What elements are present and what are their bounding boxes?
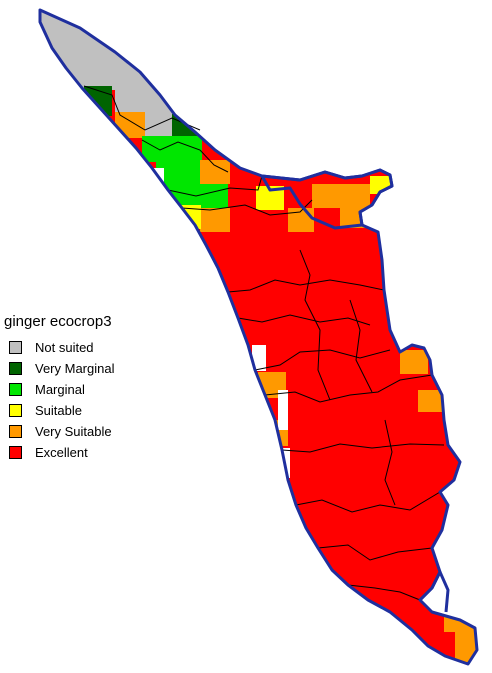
- legend-label: Very Suitable: [35, 424, 112, 439]
- legend-swatch: [9, 383, 22, 396]
- cell-marginal: [142, 136, 202, 162]
- legend-swatch: [9, 425, 22, 438]
- legend-label: Very Marginal: [35, 361, 115, 376]
- cell-very-suitable: [200, 160, 230, 184]
- legend-item: Very Suitable: [4, 421, 204, 442]
- cell-very-suitable: [400, 350, 428, 374]
- region-boundary: [418, 570, 450, 613]
- legend-title: ginger ecocrop3: [4, 313, 112, 330]
- cell-no-data: [278, 390, 288, 430]
- cell-very-suitable: [312, 184, 370, 208]
- legend-swatch: [9, 404, 22, 417]
- cell-very-suitable: [455, 630, 477, 664]
- legend-label: Not suited: [35, 340, 94, 355]
- cell-very-suitable: [115, 112, 145, 138]
- legend-swatch: [9, 446, 22, 459]
- cell-very-suitable: [200, 208, 230, 232]
- cell-very-suitable: [288, 208, 314, 232]
- cell-suitable: [370, 176, 400, 194]
- cell-very-suitable: [418, 390, 444, 412]
- legend-item: Excellent: [4, 442, 204, 463]
- legend-item: Not suited: [4, 337, 204, 358]
- region-boundary: [260, 168, 394, 230]
- legend-label: Excellent: [35, 445, 88, 460]
- cell-no-data: [150, 168, 164, 190]
- cell-no-data: [252, 345, 266, 371]
- legend-label: Marginal: [35, 382, 85, 397]
- legend-swatch: [9, 341, 22, 354]
- legend-label: Suitable: [35, 403, 82, 418]
- legend-swatch: [9, 362, 22, 375]
- district-boundaries: [83, 85, 445, 601]
- legend-item: Very Marginal: [4, 358, 204, 379]
- legend-item: Suitable: [4, 400, 204, 421]
- legend-item: Marginal: [4, 379, 204, 400]
